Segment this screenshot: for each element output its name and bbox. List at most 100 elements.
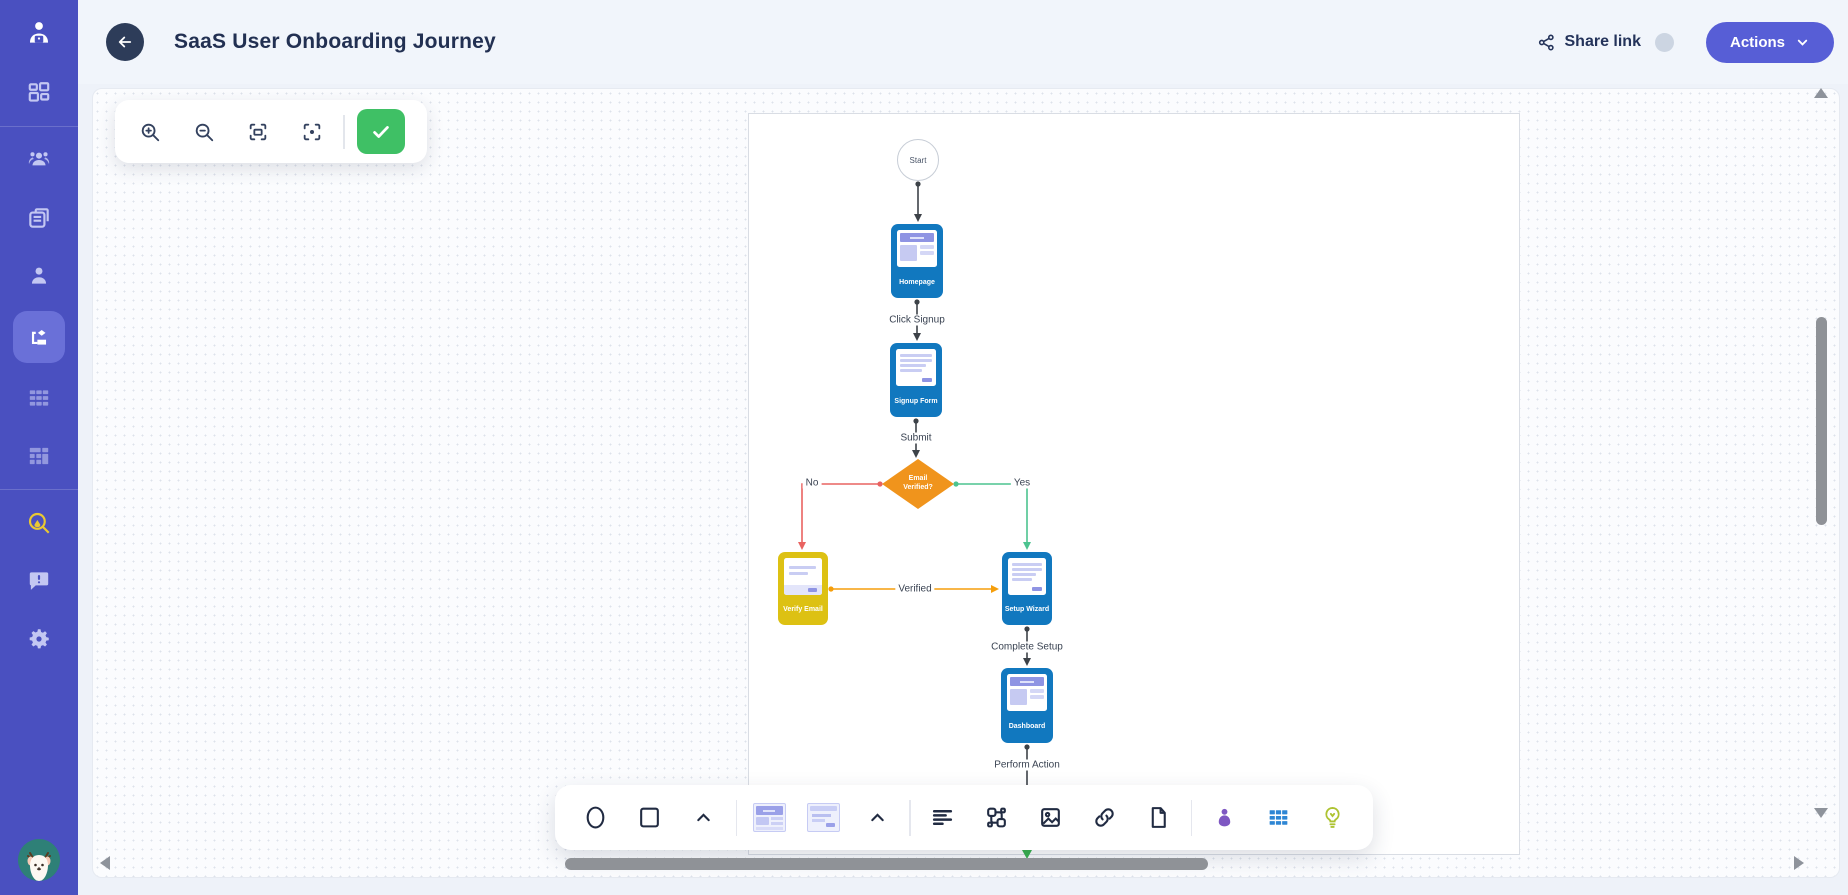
- text-align-icon: [933, 810, 953, 825]
- confirm-button[interactable]: [356, 109, 405, 154]
- flowchart-icon: [31, 329, 47, 345]
- sidebar-item-feedback[interactable]: [13, 558, 65, 604]
- sitemap-icon: [987, 807, 1007, 828]
- flow-node-signup-form[interactable]: Signup Form: [890, 343, 942, 417]
- feedback-icon: [29, 572, 49, 590]
- focus-target-icon: [303, 123, 321, 140]
- idea-tool-button[interactable]: [1310, 795, 1354, 841]
- rectangle-shape-icon: [640, 807, 660, 828]
- sidebar-item-userflows[interactable]: [13, 311, 65, 363]
- text-tool-button[interactable]: [921, 795, 965, 841]
- share-nodes-icon: [1538, 34, 1554, 50]
- fit-screen-button[interactable]: [235, 110, 281, 154]
- template-modal-icon: [806, 803, 840, 832]
- sidebar-item-tables[interactable]: [13, 433, 65, 479]
- actions-label: Actions: [1729, 33, 1785, 51]
- node-label: Homepage: [899, 278, 935, 286]
- toolbar-divider: [1190, 799, 1193, 836]
- image-tool-button[interactable]: [1029, 795, 1073, 841]
- template-page-button[interactable]: [747, 795, 791, 841]
- user-avatar[interactable]: [18, 839, 60, 881]
- flow-node-homepage[interactable]: Homepage: [891, 224, 943, 298]
- webpage-thumbnail: [1007, 674, 1047, 711]
- sidebar-divider: [0, 489, 78, 490]
- shapes-expand-button[interactable]: [682, 795, 726, 841]
- flow-node-verify-email[interactable]: Verify Email: [778, 552, 828, 625]
- sidebar-item-projects[interactable]: [13, 195, 65, 241]
- edge-label-click-signup: Click Signup: [886, 314, 948, 326]
- sidebar-item-boards[interactable]: [13, 375, 65, 421]
- toolbar-divider: [343, 114, 345, 149]
- sidebar-divider: [0, 126, 78, 127]
- edge-label-no: No: [802, 477, 822, 489]
- node-label: Signup Form: [894, 397, 938, 405]
- focus-target-button[interactable]: [289, 110, 335, 154]
- persona-shape-button[interactable]: [1202, 795, 1246, 841]
- scroll-down-arrow[interactable]: [1814, 808, 1828, 818]
- artboard-page[interactable]: [748, 113, 1520, 855]
- zoom-in-icon: [141, 123, 160, 141]
- person-laptop-logo[interactable]: [0, 0, 78, 64]
- sidebar-item-dashboard[interactable]: [13, 70, 65, 116]
- back-button[interactable]: [106, 23, 144, 61]
- flow-node-start[interactable]: Start: [897, 139, 939, 181]
- file-tool-button[interactable]: [1137, 795, 1181, 841]
- sidebar-item-profile[interactable]: [13, 253, 65, 299]
- user-icon: [31, 267, 47, 284]
- flow-node-dashboard[interactable]: Dashboard: [1001, 668, 1053, 743]
- check-icon: [372, 125, 389, 138]
- ellipse-shape-button[interactable]: [574, 795, 618, 841]
- actions-button[interactable]: Actions: [1705, 21, 1834, 63]
- zoom-in-button[interactable]: [127, 110, 173, 154]
- page-title: SaaS User Onboarding Journey: [174, 30, 496, 53]
- chevron-down-icon: [1797, 39, 1808, 46]
- shape-toolbar: [555, 785, 1373, 850]
- sidebar-item-settings[interactable]: [13, 616, 65, 662]
- fit-screen-icon: [249, 123, 267, 140]
- template-page-icon: [752, 803, 786, 832]
- share-link-label: Share link: [1564, 33, 1641, 50]
- edge-label-submit: Submit: [897, 432, 935, 444]
- email-thumbnail: [784, 558, 822, 595]
- node-label: Email Verified?: [903, 475, 933, 491]
- dashboard-grid-icon: [28, 82, 50, 102]
- vertical-scrollbar-thumb[interactable]: [1816, 317, 1827, 525]
- edge-label-yes: Yes: [1010, 477, 1034, 489]
- zoom-out-button[interactable]: [181, 110, 227, 154]
- scroll-right-arrow[interactable]: [1794, 856, 1804, 870]
- rectangle-shape-button[interactable]: [628, 795, 672, 841]
- chevron-up-icon: [871, 813, 884, 822]
- arrow-left-icon: [118, 36, 132, 48]
- deer-avatar-icon: [18, 839, 60, 881]
- person-laptop-icon: [30, 22, 48, 43]
- table-shape-icon: [1269, 810, 1288, 825]
- templates-expand-button[interactable]: [855, 795, 899, 841]
- scroll-left-arrow[interactable]: [100, 856, 110, 870]
- user-shape-icon: [1218, 808, 1230, 827]
- flow-node-setup-wizard[interactable]: Setup Wizard: [1002, 552, 1052, 625]
- sidebar-item-research[interactable]: [13, 500, 65, 546]
- form-thumbnail: [1008, 558, 1046, 595]
- presence-dot[interactable]: [1654, 32, 1674, 52]
- zoom-out-icon: [195, 123, 214, 141]
- sitemap-tool-button[interactable]: [975, 795, 1019, 841]
- sidebar: [0, 0, 78, 895]
- rows-grid-icon: [29, 390, 49, 406]
- ellipse-shape-icon: [586, 806, 605, 829]
- share-link-button[interactable]: Share link: [1537, 33, 1641, 52]
- folder-doc-icon: [29, 208, 49, 228]
- edge-label-complete-setup: Complete Setup: [988, 641, 1066, 653]
- link-icon: [1095, 808, 1114, 827]
- scroll-up-arrow[interactable]: [1814, 88, 1828, 98]
- webpage-thumbnail: [897, 230, 937, 267]
- toolbar-divider: [909, 799, 911, 836]
- node-label: Setup Wizard: [1004, 606, 1050, 613]
- sidebar-item-team[interactable]: [13, 137, 65, 183]
- horizontal-scrollbar-thumb[interactable]: [565, 858, 1208, 870]
- template-modal-button[interactable]: [801, 795, 845, 841]
- idea-bulb-icon: [1325, 806, 1340, 828]
- chevron-up-icon: [697, 813, 710, 822]
- link-tool-button[interactable]: [1083, 795, 1127, 841]
- table-shape-button[interactable]: [1256, 795, 1300, 841]
- edge-label-verified: Verified: [895, 583, 935, 595]
